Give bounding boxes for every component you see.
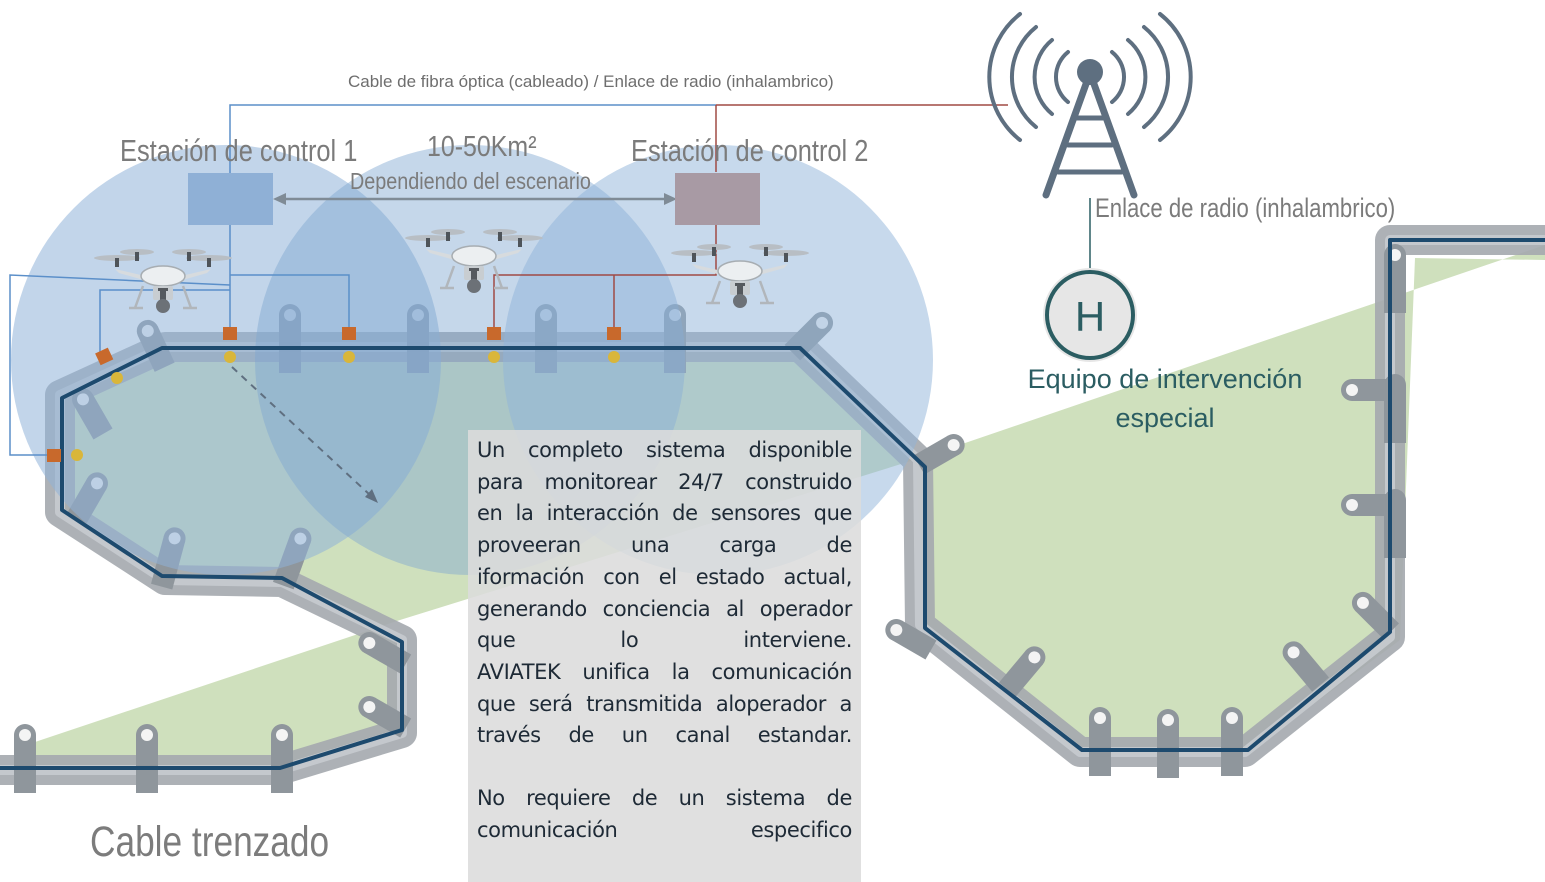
team-label-line2: especial (1115, 403, 1215, 433)
twisted-cable (0, 238, 1545, 770)
fiber-links (9, 104, 716, 456)
description-line: comunicación especifico (477, 817, 852, 842)
station-2-label: Estación de control 2 (631, 133, 869, 168)
link-types-label: Cable de fibra óptica (cableado) / Enlac… (348, 72, 834, 91)
description-line: Un completo sistema disponible (477, 438, 852, 462)
radio-tower-icon (987, 12, 1193, 199)
description-line: proveeran una carga de (477, 533, 852, 558)
station-distance-arrow (273, 193, 677, 205)
area-note-label: Dependiendo del escenario (350, 168, 591, 194)
area-label: 10-50Km² (427, 131, 537, 163)
station-1-label: Estación de control 1 (120, 133, 358, 168)
helipad-letter: H (1075, 293, 1105, 340)
detection-arrow (231, 366, 378, 503)
description-line: iformación con el estado actual, (477, 564, 852, 589)
description-line: que lo interviene. (477, 628, 852, 653)
control-station-1 (188, 173, 273, 225)
description-line: en la interacción de sensores que (477, 501, 852, 526)
control-station-2 (675, 173, 760, 225)
description-line: para monitorear 24/7 construido (477, 469, 852, 494)
radio-link-label: Enlace de radio (inhalambrico) (1095, 193, 1396, 223)
description-box: Un completo sistema disponible para moni… (468, 430, 861, 882)
description-line: AVIATEK unifica la comunicación (477, 659, 852, 684)
description-line: generando conciencia al operador (477, 596, 852, 621)
sensor-icon (47, 327, 621, 462)
description-line: No requiere de un sistema de (477, 786, 852, 811)
description-line: través de un canal estandar. (477, 723, 852, 748)
helipad-icon: H (1043, 268, 1137, 362)
team-label-line1: Equipo de intervención (1027, 364, 1303, 394)
description-line: que será transmitida aloperador a (477, 691, 852, 716)
cable-label: Cable trenzado (90, 818, 330, 866)
